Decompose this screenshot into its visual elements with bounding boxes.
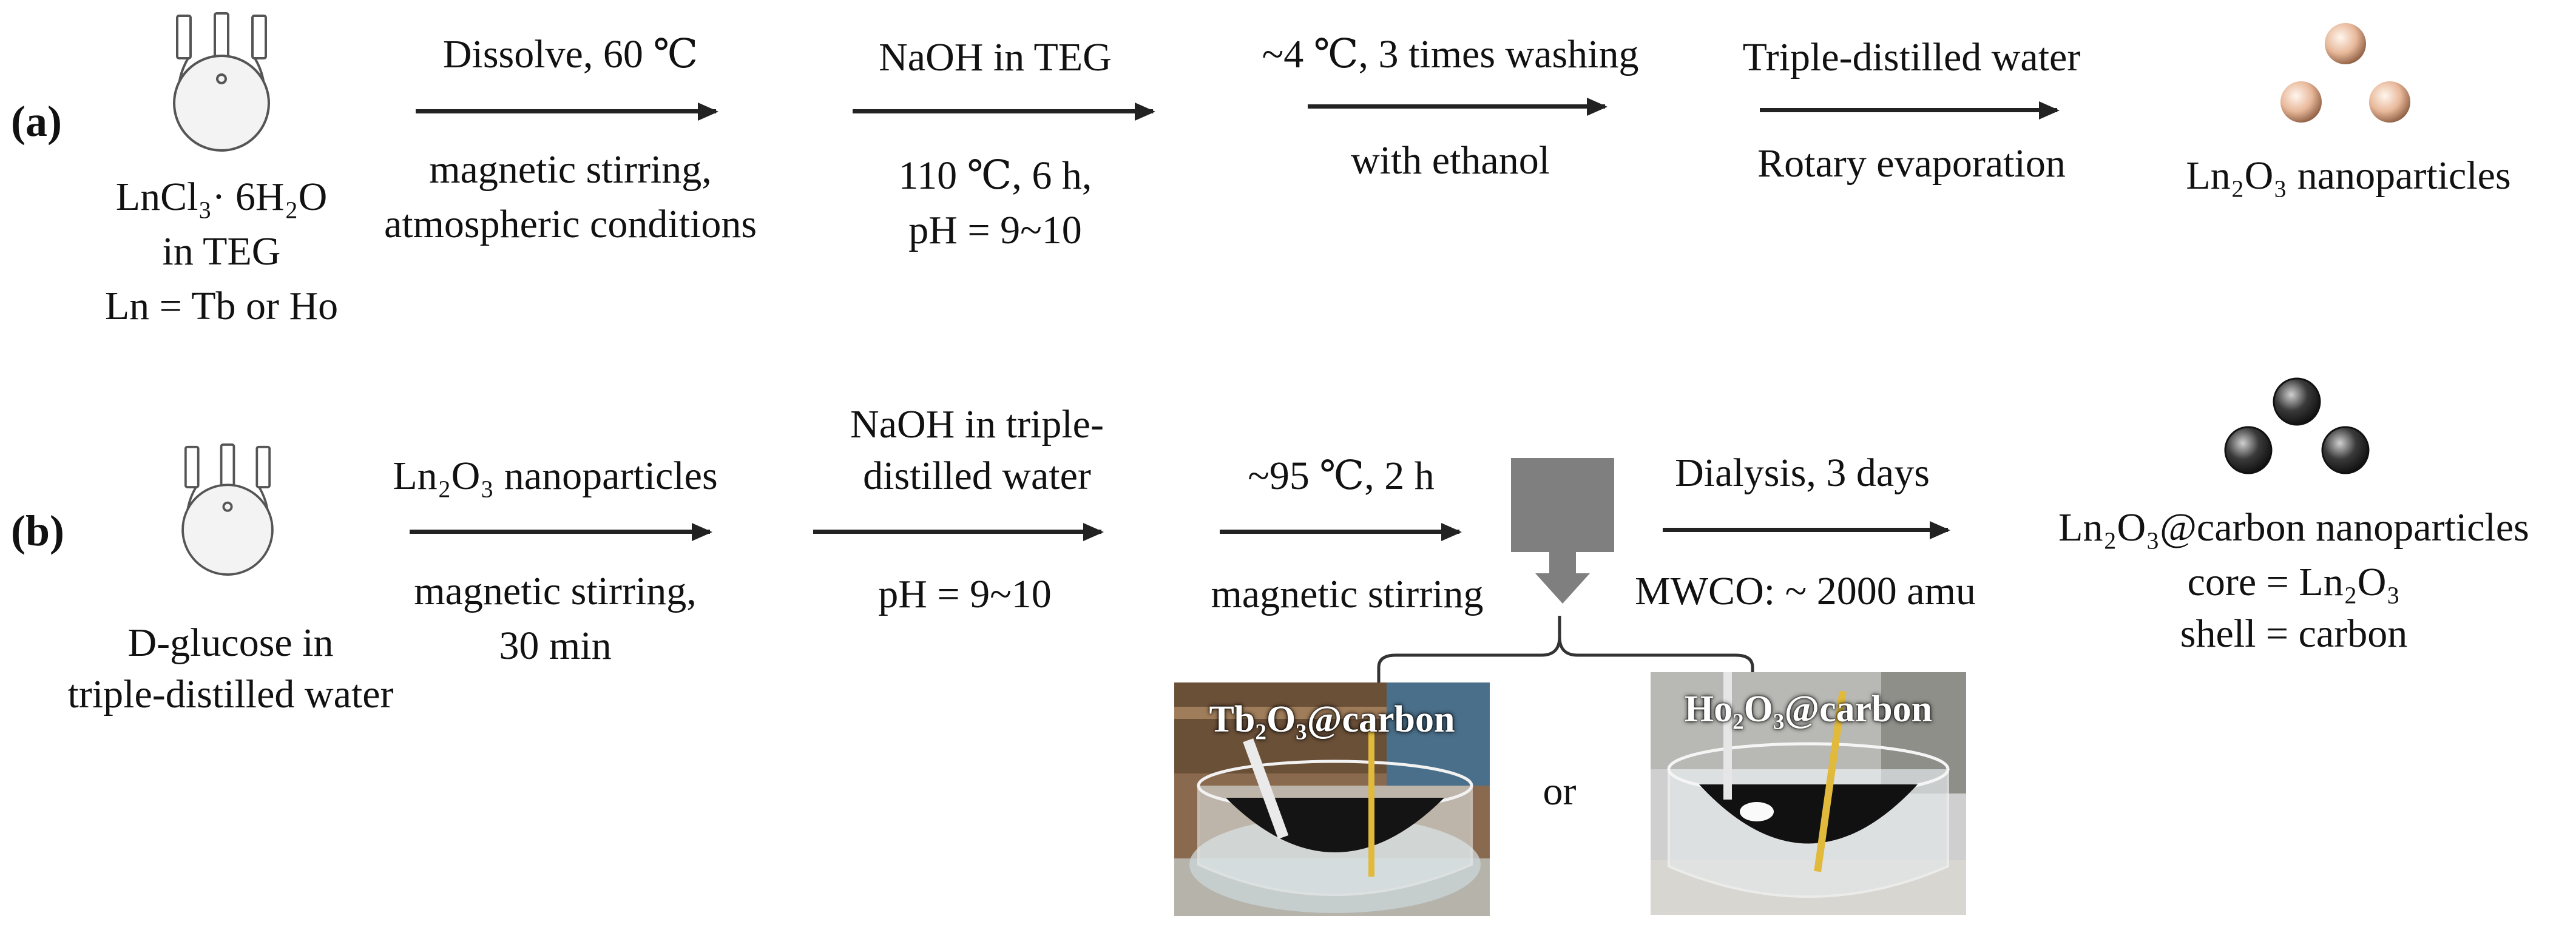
step-b1-above: Ln₂O₃ nanoparticles: [393, 454, 718, 498]
start-material-line-2: in TEG: [162, 229, 281, 274]
step-b1-below-1: magnetic stirring,: [414, 569, 697, 613]
carbon-nanoparticles-icon: [2224, 377, 2370, 474]
ho-carbon-photo: Ho₂O₃@carbon: [1651, 672, 1966, 915]
step-a1-arrow: [416, 103, 718, 121]
nanoparticles-icon: [2280, 23, 2410, 123]
step-a4-arrow: [1760, 101, 2060, 120]
curly-bracket: [1377, 616, 1754, 689]
step-b4-below-1: MWCO: ~ 2000 amu: [1635, 569, 1976, 613]
step-a1-below-2: atmospheric conditions: [384, 202, 757, 246]
start-material-line-3: Ln = Tb or Ho: [104, 284, 339, 328]
three-neck-flask-icon: [181, 443, 274, 576]
step-a1-above: Dissolve, 60 ℃: [442, 32, 698, 76]
step-b3-arrow: [1220, 523, 1462, 541]
panel-b-label: (b): [11, 507, 64, 555]
step-a1-below-1: magnetic stirring,: [429, 147, 712, 192]
step-b2-above-1: NaOH in triple-: [850, 402, 1104, 446]
or-text: or: [1543, 769, 1577, 814]
product-a-label: Ln₂O₃ nanoparticles: [2186, 153, 2511, 198]
step-b1-arrow: [410, 523, 712, 541]
panel-a-label: (a): [11, 97, 62, 146]
step-a2-above: NaOH in TEG: [879, 35, 1112, 79]
product-b-line-3: shell = carbon: [2180, 612, 2408, 656]
three-neck-flask-icon: [173, 12, 270, 152]
step-b2-arrow: [813, 523, 1104, 541]
step-b3-above: ~95 ℃, 2 h: [1248, 454, 1435, 498]
tb-carbon-caption: Tb₂O₃@carbon: [1209, 699, 1455, 740]
step-b4-above: Dialysis, 3 days: [1675, 451, 1930, 495]
step-a4-below-1: Rotary evaporation: [1757, 141, 2066, 186]
step-b3-below-1: magnetic stirring: [1211, 572, 1484, 616]
start-material-line-1: LnCl₃· 6H₂O: [115, 175, 328, 219]
tb-carbon-photo: Tb₂O₃@carbon: [1174, 682, 1490, 916]
start-b-line-1: D-glucose in: [127, 621, 334, 665]
product-b-line-1: Ln₂O₃@carbon nanoparticles: [2058, 505, 2529, 550]
step-a2-below-1: 110 ℃, 6 h,: [898, 153, 1092, 198]
step-a2-below-2: pH = 9~10: [908, 208, 1082, 252]
step-a4-above: Triple-distilled water: [1742, 35, 2081, 79]
step-a2-arrow: [853, 103, 1155, 121]
step-b4-arrow: [1663, 521, 1950, 539]
step-b2-below-1: pH = 9~10: [878, 572, 1052, 616]
step-a3-below-1: with ethanol: [1350, 138, 1550, 183]
step-a3-arrow: [1308, 98, 1607, 116]
down-arrow-icon: [1511, 458, 1614, 604]
step-b2-above-2: distilled water: [863, 454, 1091, 498]
step-a3-above: ~4 ℃, 3 times washing: [1262, 32, 1639, 76]
ho-carbon-caption: Ho₂O₃@carbon: [1684, 689, 1933, 730]
start-b-line-2: triple-distilled water: [67, 672, 394, 716]
step-b1-below-2: 30 min: [499, 624, 612, 668]
product-b-line-2: core = Ln₂O₃: [2187, 560, 2401, 604]
